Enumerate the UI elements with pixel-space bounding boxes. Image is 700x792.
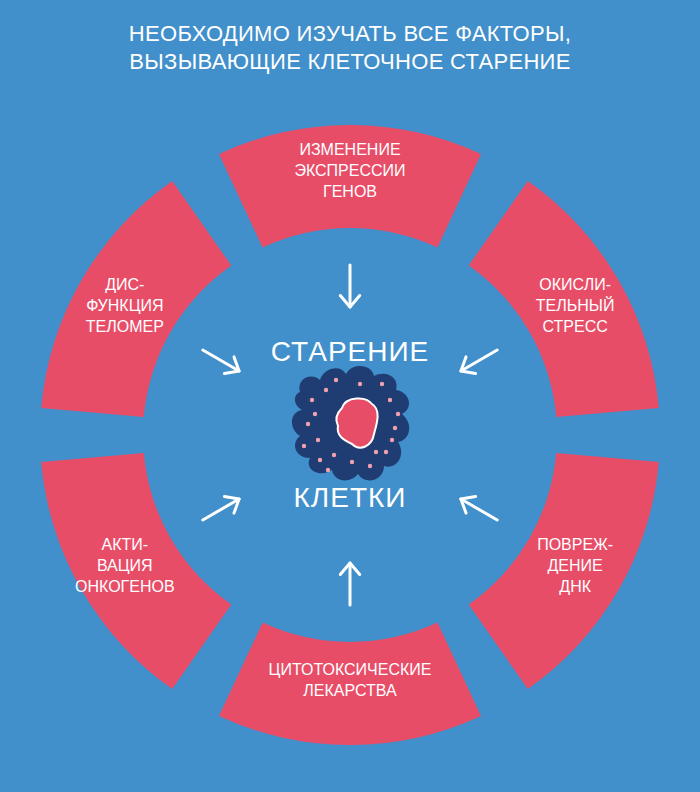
ring-segment: ПОВРЕЖ- ДЕНИЕ ДНК xyxy=(468,453,659,689)
arrow-head xyxy=(340,563,359,575)
cell-granule xyxy=(310,398,314,402)
arrow xyxy=(203,496,239,520)
cell-granule xyxy=(358,382,362,386)
segment-fill xyxy=(469,181,659,417)
arrow-shaft xyxy=(461,499,497,520)
cell-granule xyxy=(313,412,317,416)
segment-fill xyxy=(469,453,659,689)
cell-body xyxy=(292,366,409,480)
arrow-shaft xyxy=(203,350,239,371)
title: НЕОБХОДИМО ИЗУЧАТЬ ВСЕ ФАКТОРЫ, ВЫЗЫВАЮЩ… xyxy=(70,20,630,76)
arrow-shaft xyxy=(349,265,352,307)
cell-granule xyxy=(380,382,384,386)
segment-fill xyxy=(41,181,231,417)
arrow-head xyxy=(461,496,476,513)
cell-granule xyxy=(390,438,394,442)
cell-granule xyxy=(302,444,306,448)
arrow-head xyxy=(340,296,359,308)
segment-label: АКТИ- ВАЦИЯ ОНКОГЕНОВ xyxy=(75,534,175,597)
segment-label: ОКИСЛИ- ТЕЛЬНЫЙ СТРЕСС xyxy=(536,274,615,337)
arrow-shaft xyxy=(203,499,239,520)
segment-label: ИЗМЕНЕНИЕ ЭКСПРЕССИИ ГЕНОВ xyxy=(294,139,405,202)
cell-nucleus xyxy=(336,398,377,447)
cell-granule xyxy=(324,388,328,392)
segment-label: ПОВРЕЖ- ДЕНИЕ ДНК xyxy=(537,534,613,597)
cell-granule xyxy=(384,450,388,454)
ring-segment: ОКИСЛИ- ТЕЛЬНЫЙ СТРЕСС xyxy=(468,181,659,417)
segment-label: ДИС- ФУНКЦИЯ ТЕЛОМЕР xyxy=(86,274,164,337)
segment-label: ЦИТОТОКСИЧЕСКИЕ ЛЕКАРСТВА xyxy=(269,659,432,701)
arrow-shaft xyxy=(461,350,497,371)
cell-granule xyxy=(350,460,354,464)
cell-granule xyxy=(388,398,392,402)
cell-granule xyxy=(396,412,400,416)
cell-granule xyxy=(326,468,330,472)
arrow xyxy=(340,265,359,307)
arrow-shaft xyxy=(349,563,352,605)
segment-fill xyxy=(219,125,481,247)
ring-segment: АКТИ- ВАЦИЯ ОНКОГЕНОВ xyxy=(41,453,232,689)
arrow xyxy=(461,496,497,520)
cell-granule xyxy=(306,422,310,426)
cell-granule xyxy=(368,464,372,468)
ring-segment: ДИС- ФУНКЦИЯ ТЕЛОМЕР xyxy=(41,181,232,417)
center-label: КЛЕТКИ xyxy=(294,482,407,514)
cell-granule xyxy=(316,438,320,442)
arrow-head xyxy=(224,496,239,513)
arrow xyxy=(203,350,239,374)
arrow-head xyxy=(224,357,239,374)
segment-fill xyxy=(41,453,231,689)
cell-granule xyxy=(332,453,336,457)
segment-fill xyxy=(219,623,481,745)
center-label: СТАРЕНИЕ xyxy=(271,336,430,368)
ring-segment: ЦИТОТОКСИЧЕСКИЕ ЛЕКАРСТВА xyxy=(218,622,482,745)
center-node: СТАРЕНИЕ КЛЕТКИ xyxy=(225,310,475,560)
ring-segment: ИЗМЕНЕНИЕ ЭКСПРЕССИИ ГЕНОВ xyxy=(218,125,482,248)
cell-granule xyxy=(334,378,338,382)
arrow-head xyxy=(461,357,476,374)
cell-granule xyxy=(318,458,322,462)
cell-granule xyxy=(393,426,397,430)
arrow xyxy=(461,350,497,374)
arrow xyxy=(340,563,359,605)
cell-granules xyxy=(302,378,400,472)
cell-granule xyxy=(374,450,378,454)
